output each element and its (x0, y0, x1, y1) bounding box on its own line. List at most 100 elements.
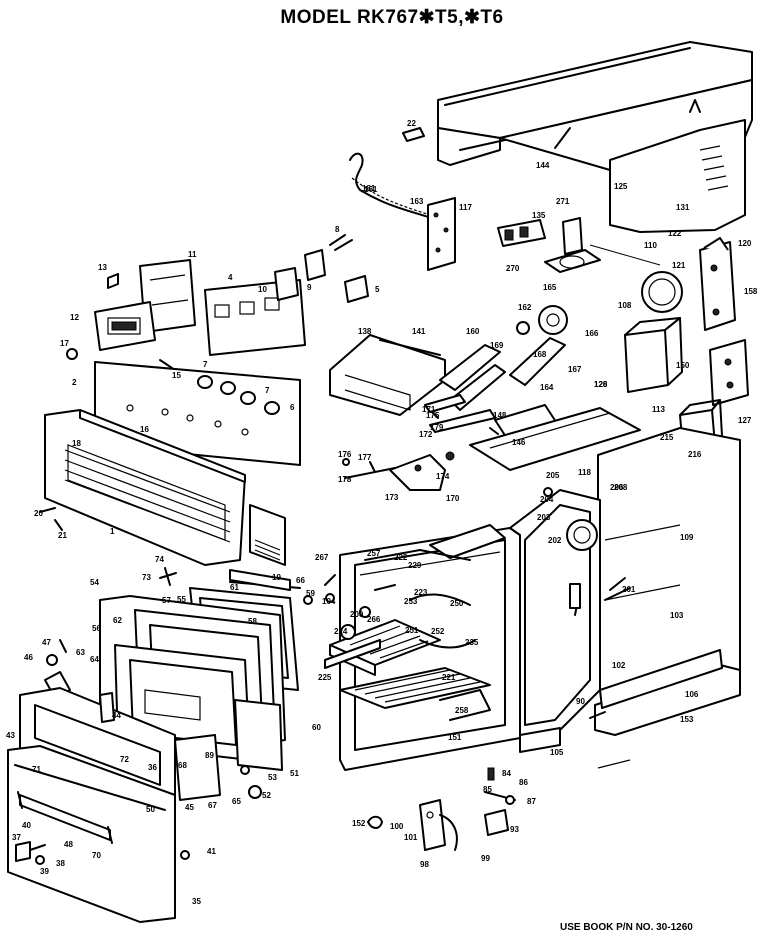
part-204 (543, 487, 553, 497)
part-label-71: 71 (32, 765, 41, 774)
part-label-21: 21 (58, 531, 67, 540)
part-label-103: 103 (670, 611, 684, 620)
part-label-126: 126 (594, 380, 608, 389)
hinge-side-155 (519, 727, 561, 753)
part-label-43: 43 (6, 731, 15, 740)
screw-52 (248, 785, 262, 799)
part-label-257: 257 (367, 549, 381, 558)
element-251 (409, 593, 471, 606)
part-label-110: 110 (644, 241, 657, 250)
part-label-12: 12 (70, 313, 79, 322)
part-label-266: 266 (367, 615, 381, 624)
part-label-101: 101 (404, 833, 418, 842)
part-label-41: 41 (207, 847, 216, 856)
part-label-221: 221 (442, 673, 456, 682)
part-label-131: 131 (676, 203, 690, 212)
part-label-7b: 7 (265, 386, 270, 395)
part-label-163: 163 (410, 197, 424, 206)
part-label-89: 89 (205, 751, 214, 760)
part-label-206: 206 (610, 483, 624, 492)
part-label-177: 177 (358, 453, 372, 462)
part-label-121: 121 (672, 261, 686, 270)
clock-12 (94, 301, 156, 351)
part-label-105: 105 (550, 748, 564, 757)
part-label-19: 19 (272, 573, 281, 582)
part-label-173: 173 (385, 493, 399, 502)
part-label-46: 46 (24, 653, 33, 662)
door-latch-parts (15, 841, 46, 865)
screw-59 (303, 595, 313, 605)
screw-47 (59, 639, 67, 653)
lock-assembly-170 (344, 454, 446, 491)
part-label-178: 178 (338, 475, 352, 484)
part-label-51: 51 (290, 769, 299, 778)
part-label-53: 53 (268, 773, 277, 782)
part-label-179: 179 (430, 423, 444, 432)
part-label-59: 59 (306, 589, 315, 598)
part-162 (516, 321, 530, 335)
part-label-216: 216 (688, 450, 702, 459)
part-label-65: 65 (232, 797, 241, 806)
part-label-106: 106 (685, 690, 699, 699)
bracket-22 (402, 127, 425, 142)
part-label-99: 99 (481, 854, 490, 863)
part-label-104: 104 (322, 597, 336, 606)
part-label-258: 258 (455, 706, 469, 715)
part-label-60: 60 (312, 723, 321, 732)
part-label-222: 222 (394, 553, 408, 562)
switch-10 (274, 267, 299, 301)
blower-assembly (589, 237, 736, 331)
part-label-181: 181 (362, 184, 376, 193)
bracket-127 (709, 339, 749, 406)
screw-46 (46, 654, 58, 666)
broil-element-229 (364, 524, 506, 561)
part-label-166: 166 (585, 329, 599, 338)
part-label-270: 270 (506, 264, 520, 273)
part-label-72: 72 (120, 755, 129, 764)
part-label-18: 18 (72, 439, 81, 448)
part-15 (159, 359, 173, 369)
part-label-164: 164 (540, 383, 554, 392)
light-socket-205 (566, 519, 598, 551)
part-label-50: 50 (146, 805, 155, 814)
part-label-118: 118 (578, 468, 591, 477)
part-label-47: 47 (42, 638, 51, 647)
part-label-44: 44 (112, 711, 121, 720)
part-label-17: 17 (60, 339, 69, 348)
switch-5 (344, 275, 369, 303)
part-label-235: 235 (465, 638, 479, 647)
clip-152 (367, 815, 383, 829)
part-label-85: 85 (483, 785, 492, 794)
element-253 (419, 639, 476, 649)
part-label-20: 20 (34, 509, 43, 518)
part-label-37: 37 (12, 833, 21, 842)
hinge-bracket-89 (229, 569, 291, 591)
part-90 (589, 711, 606, 719)
part-267 (324, 574, 336, 586)
part-label-67: 67 (208, 801, 217, 810)
part-label-2: 2 (72, 378, 77, 387)
circuit-board-117 (427, 197, 456, 271)
screw-53 (240, 765, 250, 775)
part-label-229: 229 (408, 561, 422, 570)
part-label-102: 102 (612, 661, 626, 670)
switch-165 (538, 305, 568, 335)
part-label-73: 73 (142, 573, 151, 582)
part-179 (489, 427, 499, 435)
part-label-109: 109 (680, 533, 694, 542)
part-label-11: 11 (188, 250, 197, 259)
part-label-224: 224 (334, 627, 348, 636)
trim-strip-19 (249, 504, 286, 566)
part-label-125: 125 (614, 182, 628, 191)
lower-frame-106 (594, 649, 741, 736)
part-label-172: 172 (419, 430, 433, 439)
part-label-122: 122 (668, 229, 682, 238)
part-label-61: 61 (230, 583, 239, 592)
part-label-152: 152 (352, 819, 366, 828)
hinge-parts (484, 767, 516, 836)
part-label-48: 48 (64, 840, 73, 849)
part-label-6: 6 (290, 403, 295, 412)
tray-138 (329, 334, 446, 416)
part-label-36: 36 (148, 763, 157, 772)
